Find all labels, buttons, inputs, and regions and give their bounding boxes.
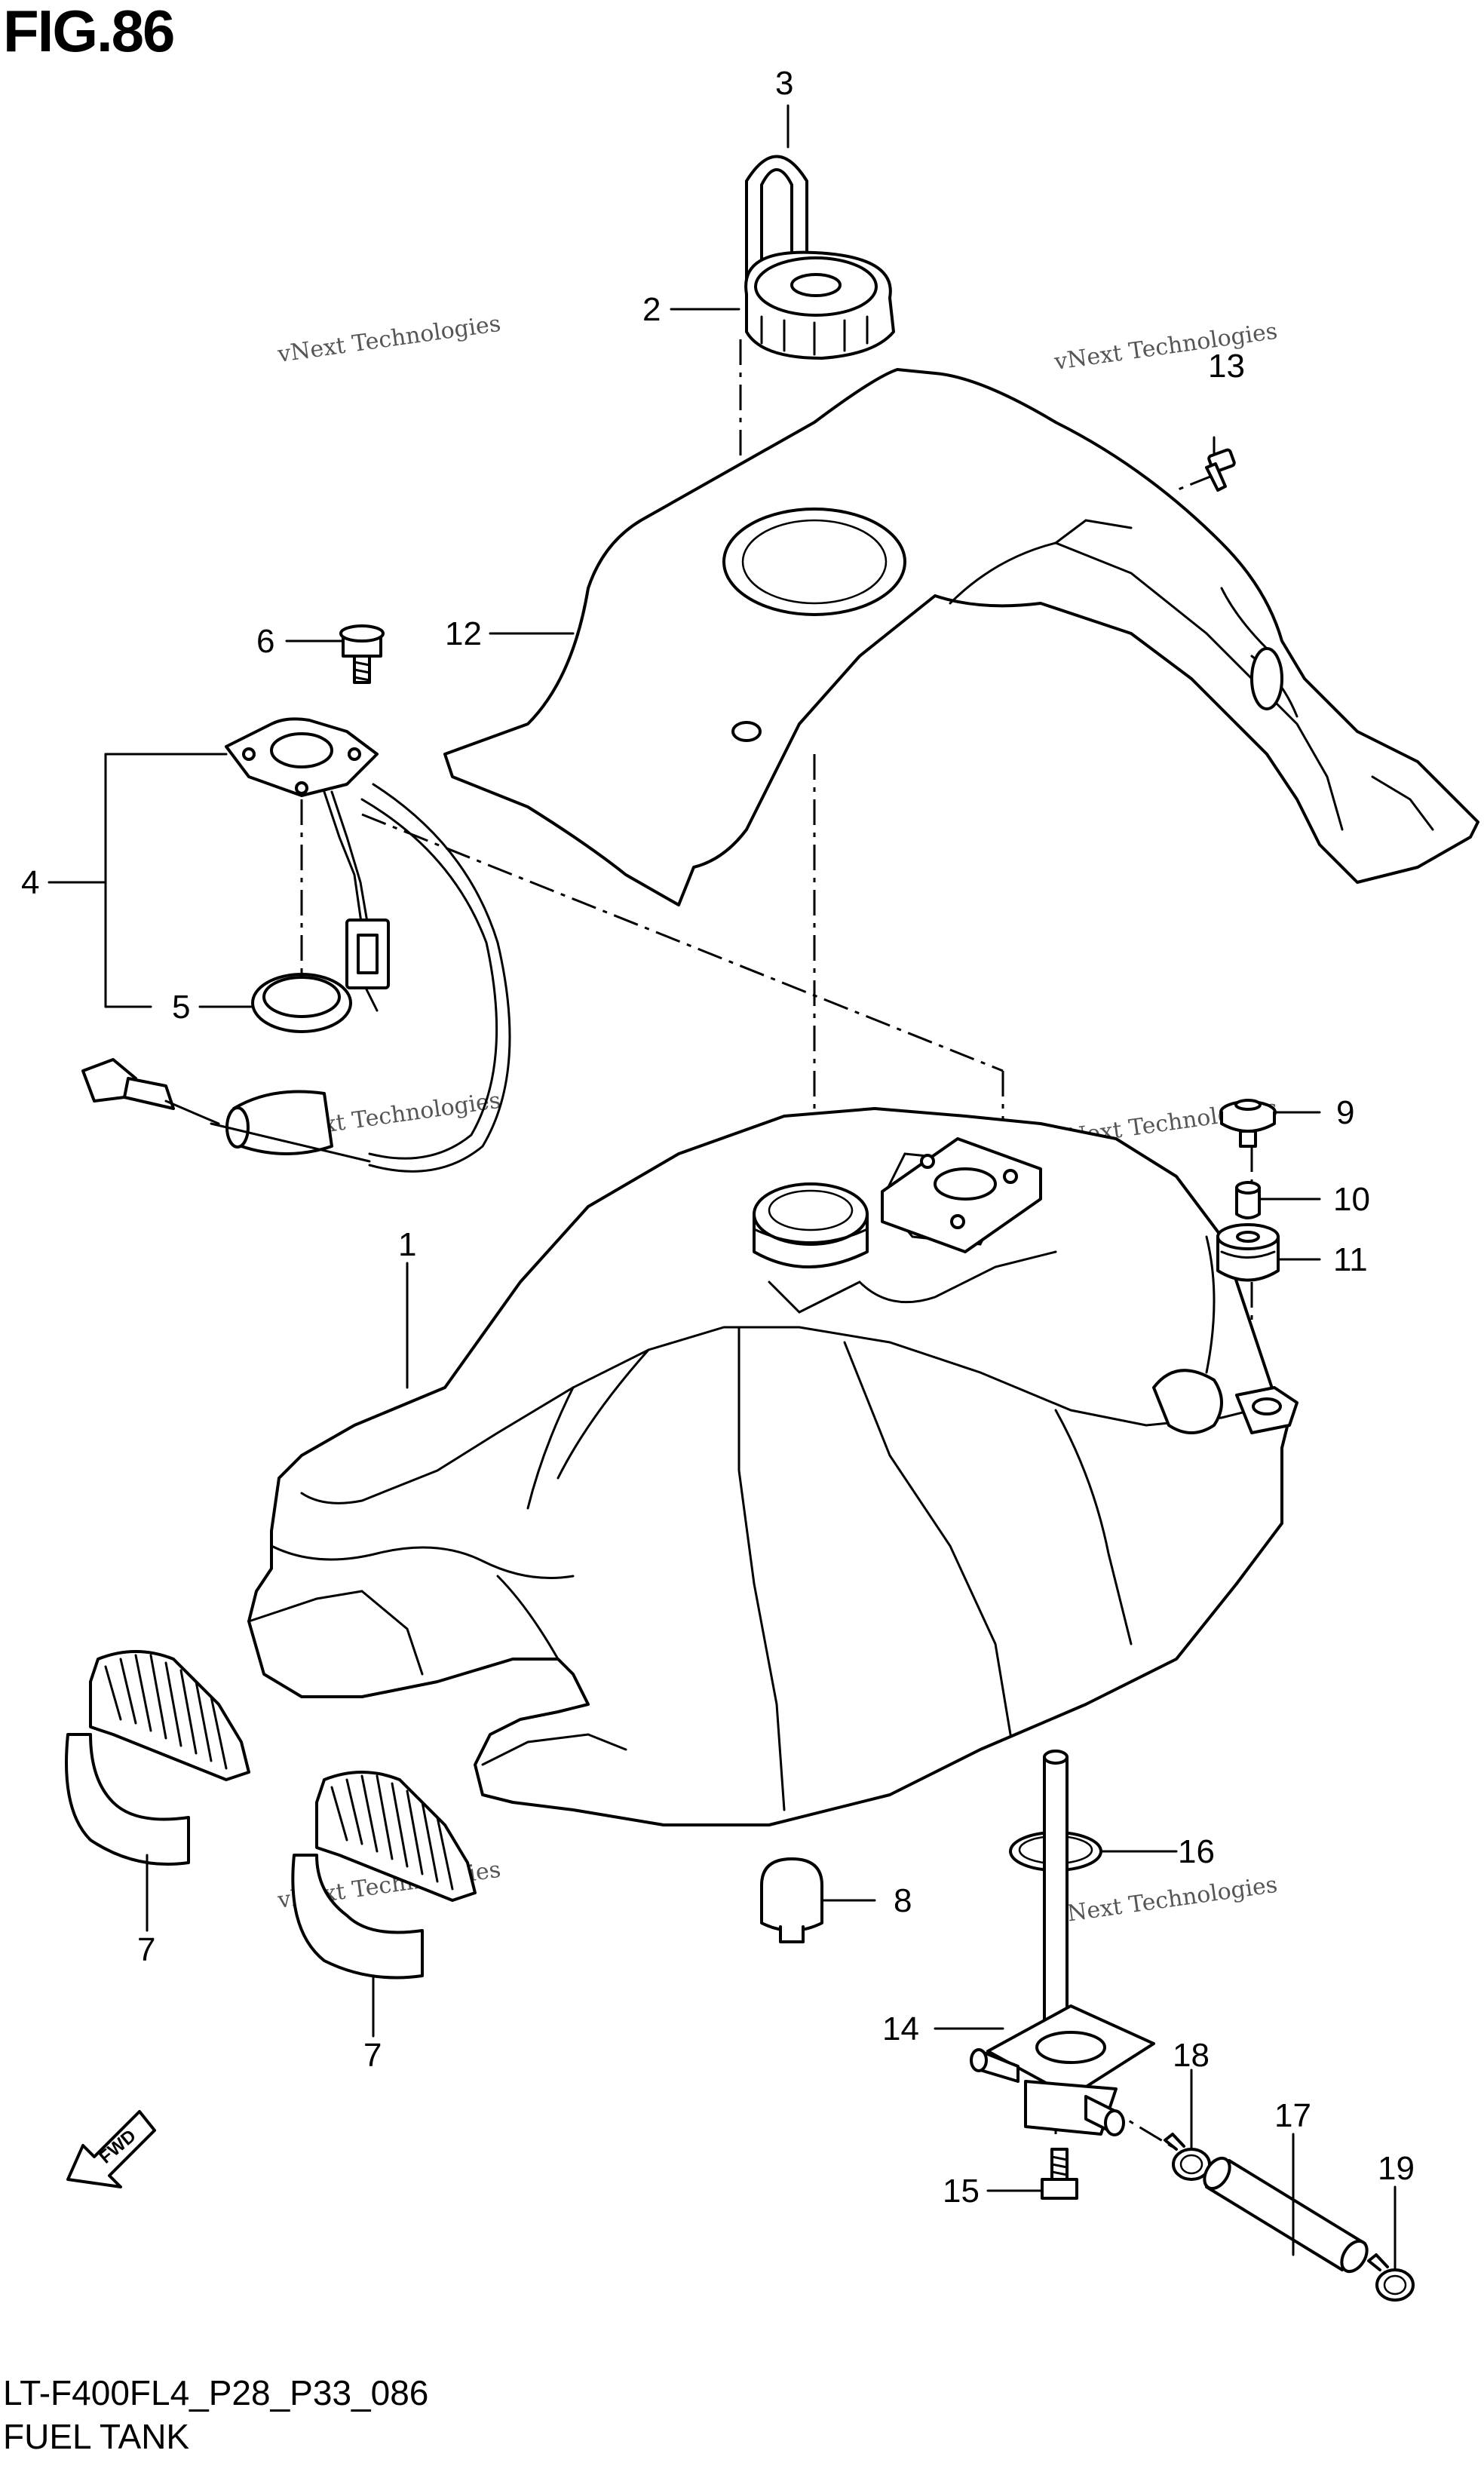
callout-6: 6	[256, 623, 274, 660]
callout-18: 18	[1173, 2037, 1210, 2074]
callout-4: 4	[21, 864, 39, 901]
callout-7b: 7	[363, 2037, 382, 2074]
part-gasket-5	[251, 973, 352, 1033]
part-band-7-left	[65, 1650, 250, 1866]
callout-8: 8	[894, 1882, 912, 1919]
callout-10: 10	[1333, 1181, 1370, 1218]
part-clamp-19	[1367, 2253, 1415, 2302]
part-cushion-8	[760, 1857, 823, 1943]
part-pump-flange	[881, 1137, 1042, 1253]
part-screw-13	[1205, 448, 1236, 492]
part-screw-15	[1041, 2148, 1078, 2200]
figure-name: FUEL TANK	[3, 2417, 190, 2456]
part-band-7-right	[291, 1771, 477, 1980]
part-collar-10	[1235, 1181, 1261, 1219]
callout-1: 1	[398, 1226, 416, 1263]
watermark-text: vNext Technologies	[275, 311, 502, 368]
part-bolt-6	[339, 624, 385, 684]
part-fuel-level-gauge	[81, 717, 511, 1173]
callout-5: 5	[172, 989, 190, 1026]
callout-2: 2	[642, 291, 661, 328]
part-fuel-tank	[247, 1107, 1298, 1826]
watermark-low-right: vNext Technologies	[1052, 1872, 1279, 1929]
figure-title: FIG.86	[3, 0, 175, 64]
watermark-top-left: vNext Technologies	[275, 311, 502, 368]
callout-14: 14	[882, 2010, 919, 2047]
watermark-text: vNext Technologies	[1052, 1872, 1279, 1929]
callout-13: 13	[1208, 348, 1245, 385]
leader-lines	[48, 104, 1397, 2271]
callout-15: 15	[943, 2173, 980, 2210]
watermark-top-right: vNext Technologies	[1052, 318, 1279, 376]
callout-16: 16	[1178, 1833, 1215, 1870]
figure-code: LT-F400FL4_P28_P33_086	[3, 2373, 429, 2412]
callout-11: 11	[1333, 1241, 1368, 1278]
part-bolt-9	[1219, 1099, 1277, 1148]
callout-12: 12	[445, 615, 482, 652]
fwd-arrow-icon: FWD	[66, 2110, 156, 2188]
callout-17: 17	[1274, 2097, 1311, 2134]
part-filler-neck	[753, 1182, 869, 1268]
part-hose-17	[1203, 2156, 1369, 2274]
callouts: 3 2 12 13 6 4 5 1 9 10 11 7 7 8 16 14 15…	[21, 65, 1415, 2210]
callout-3: 3	[775, 65, 793, 102]
watermark-text: vNext Technologies	[1052, 318, 1279, 376]
callout-7a: 7	[137, 1931, 155, 1968]
part-fuel-cock	[970, 1750, 1155, 2136]
part-fuel-cap	[744, 250, 895, 360]
part-fuel-tank-cover	[443, 368, 1479, 906]
callout-19: 19	[1378, 2150, 1415, 2187]
callout-9: 9	[1336, 1094, 1354, 1131]
part-cushion-11	[1216, 1223, 1280, 1282]
part-clamp-18	[1164, 2133, 1211, 2181]
